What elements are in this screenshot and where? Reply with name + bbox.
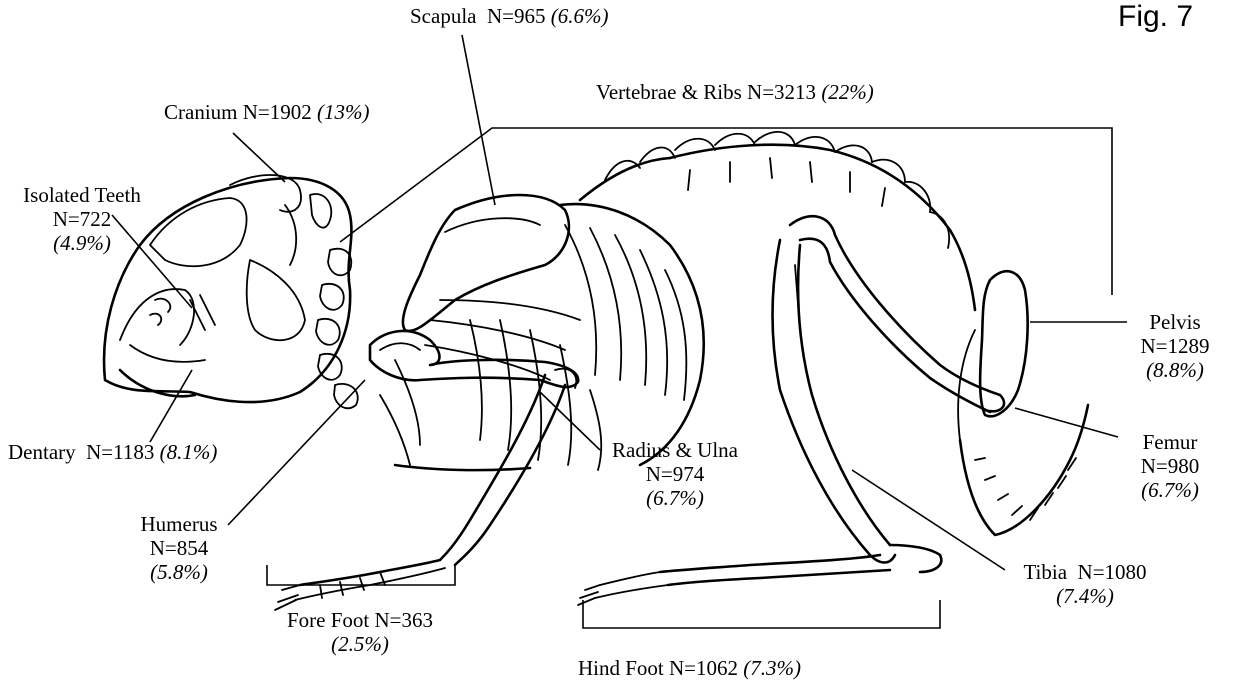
humerus-name: Humerus <box>124 512 234 536</box>
label-cranium: Cranium N=1902 (13%) <box>164 100 370 124</box>
label-hind-foot: Hind Foot N=1062 (7.3%) <box>578 656 801 680</box>
label-tibia: Tibia N=1080 (7.4%) <box>1000 560 1170 608</box>
bracket-vertebrae <box>340 128 1112 295</box>
pelvis-name: Pelvis <box>1120 310 1230 334</box>
dentary-percent: (8.1%) <box>160 440 218 464</box>
leader-cranium <box>233 133 285 182</box>
leader-scapula <box>462 35 495 205</box>
teeth-name: Isolated Teeth <box>6 183 158 207</box>
leader-dentary <box>150 370 192 442</box>
teeth-percent: (4.9%) <box>6 231 158 255</box>
femur-name: Femur <box>1110 430 1230 454</box>
cranium-name: Cranium <box>164 100 238 124</box>
femur <box>790 216 1004 412</box>
radius-ulna <box>440 369 576 565</box>
scapula-percent: (6.6%) <box>551 4 609 28</box>
radius-count: N=974 <box>595 462 755 486</box>
label-vertebrae: Vertebrae & Ribs N=3213 (22%) <box>596 80 874 104</box>
fore-foot-name: Fore Foot <box>287 608 369 632</box>
dentary-count: N=1183 <box>86 440 154 464</box>
scapula-name: Scapula <box>410 4 476 28</box>
rib-cage <box>380 204 704 470</box>
hind-foot <box>578 545 941 605</box>
label-dentary: Dentary N=1183 (8.1%) <box>8 440 217 464</box>
label-radius: Radius & Ulna N=974 (6.7%) <box>595 438 755 510</box>
femur-count: N=980 <box>1110 454 1230 478</box>
radius-percent: (6.7%) <box>595 486 755 510</box>
vertebrae-name: Vertebrae & Ribs <box>596 80 742 104</box>
neck-vertebrae <box>316 249 358 409</box>
tibia-count: N=1080 <box>1078 560 1147 584</box>
dentary-name: Dentary <box>8 440 76 464</box>
femur-percent: (6.7%) <box>1110 478 1230 502</box>
cranium-percent: (13%) <box>317 100 369 124</box>
label-scapula: Scapula N=965 (6.6%) <box>410 4 608 28</box>
teeth-count: N=722 <box>6 207 158 231</box>
fore-foot-count: N=363 <box>375 608 434 632</box>
scapula <box>403 195 569 331</box>
label-humerus: Humerus N=854 (5.8%) <box>124 512 234 584</box>
label-teeth: Isolated Teeth N=722 (4.9%) <box>6 183 158 255</box>
label-pelvis: Pelvis N=1289 (8.8%) <box>1120 310 1230 382</box>
fore-foot-percent: (2.5%) <box>260 632 460 656</box>
hind-foot-percent: (7.3%) <box>743 656 801 680</box>
bracket-hind-foot <box>583 600 940 628</box>
radius-name: Radius & Ulna <box>595 438 755 462</box>
label-fore-foot: Fore Foot N=363 (2.5%) <box>260 608 460 656</box>
hind-foot-name: Hind Foot <box>578 656 664 680</box>
humerus-count: N=854 <box>124 536 234 560</box>
label-femur: Femur N=980 (6.7%) <box>1110 430 1230 502</box>
tail <box>960 405 1088 535</box>
vertebrae-count: N=3213 <box>747 80 816 104</box>
pelvis-percent: (8.8%) <box>1120 358 1230 382</box>
leader-femur <box>1015 408 1118 437</box>
vertebrae-percent: (22%) <box>821 80 873 104</box>
scapula-count: N=965 <box>487 4 546 28</box>
pelvis <box>958 271 1028 440</box>
tibia-percent: (7.4%) <box>1000 584 1170 608</box>
humerus-percent: (5.8%) <box>124 560 234 584</box>
pelvis-count: N=1289 <box>1120 334 1230 358</box>
figure-label: Fig. 7 <box>1118 0 1193 34</box>
tibia <box>773 240 896 563</box>
cranium-count: N=1902 <box>243 100 312 124</box>
hind-foot-count: N=1062 <box>669 656 738 680</box>
tibia-name: Tibia <box>1023 560 1067 584</box>
